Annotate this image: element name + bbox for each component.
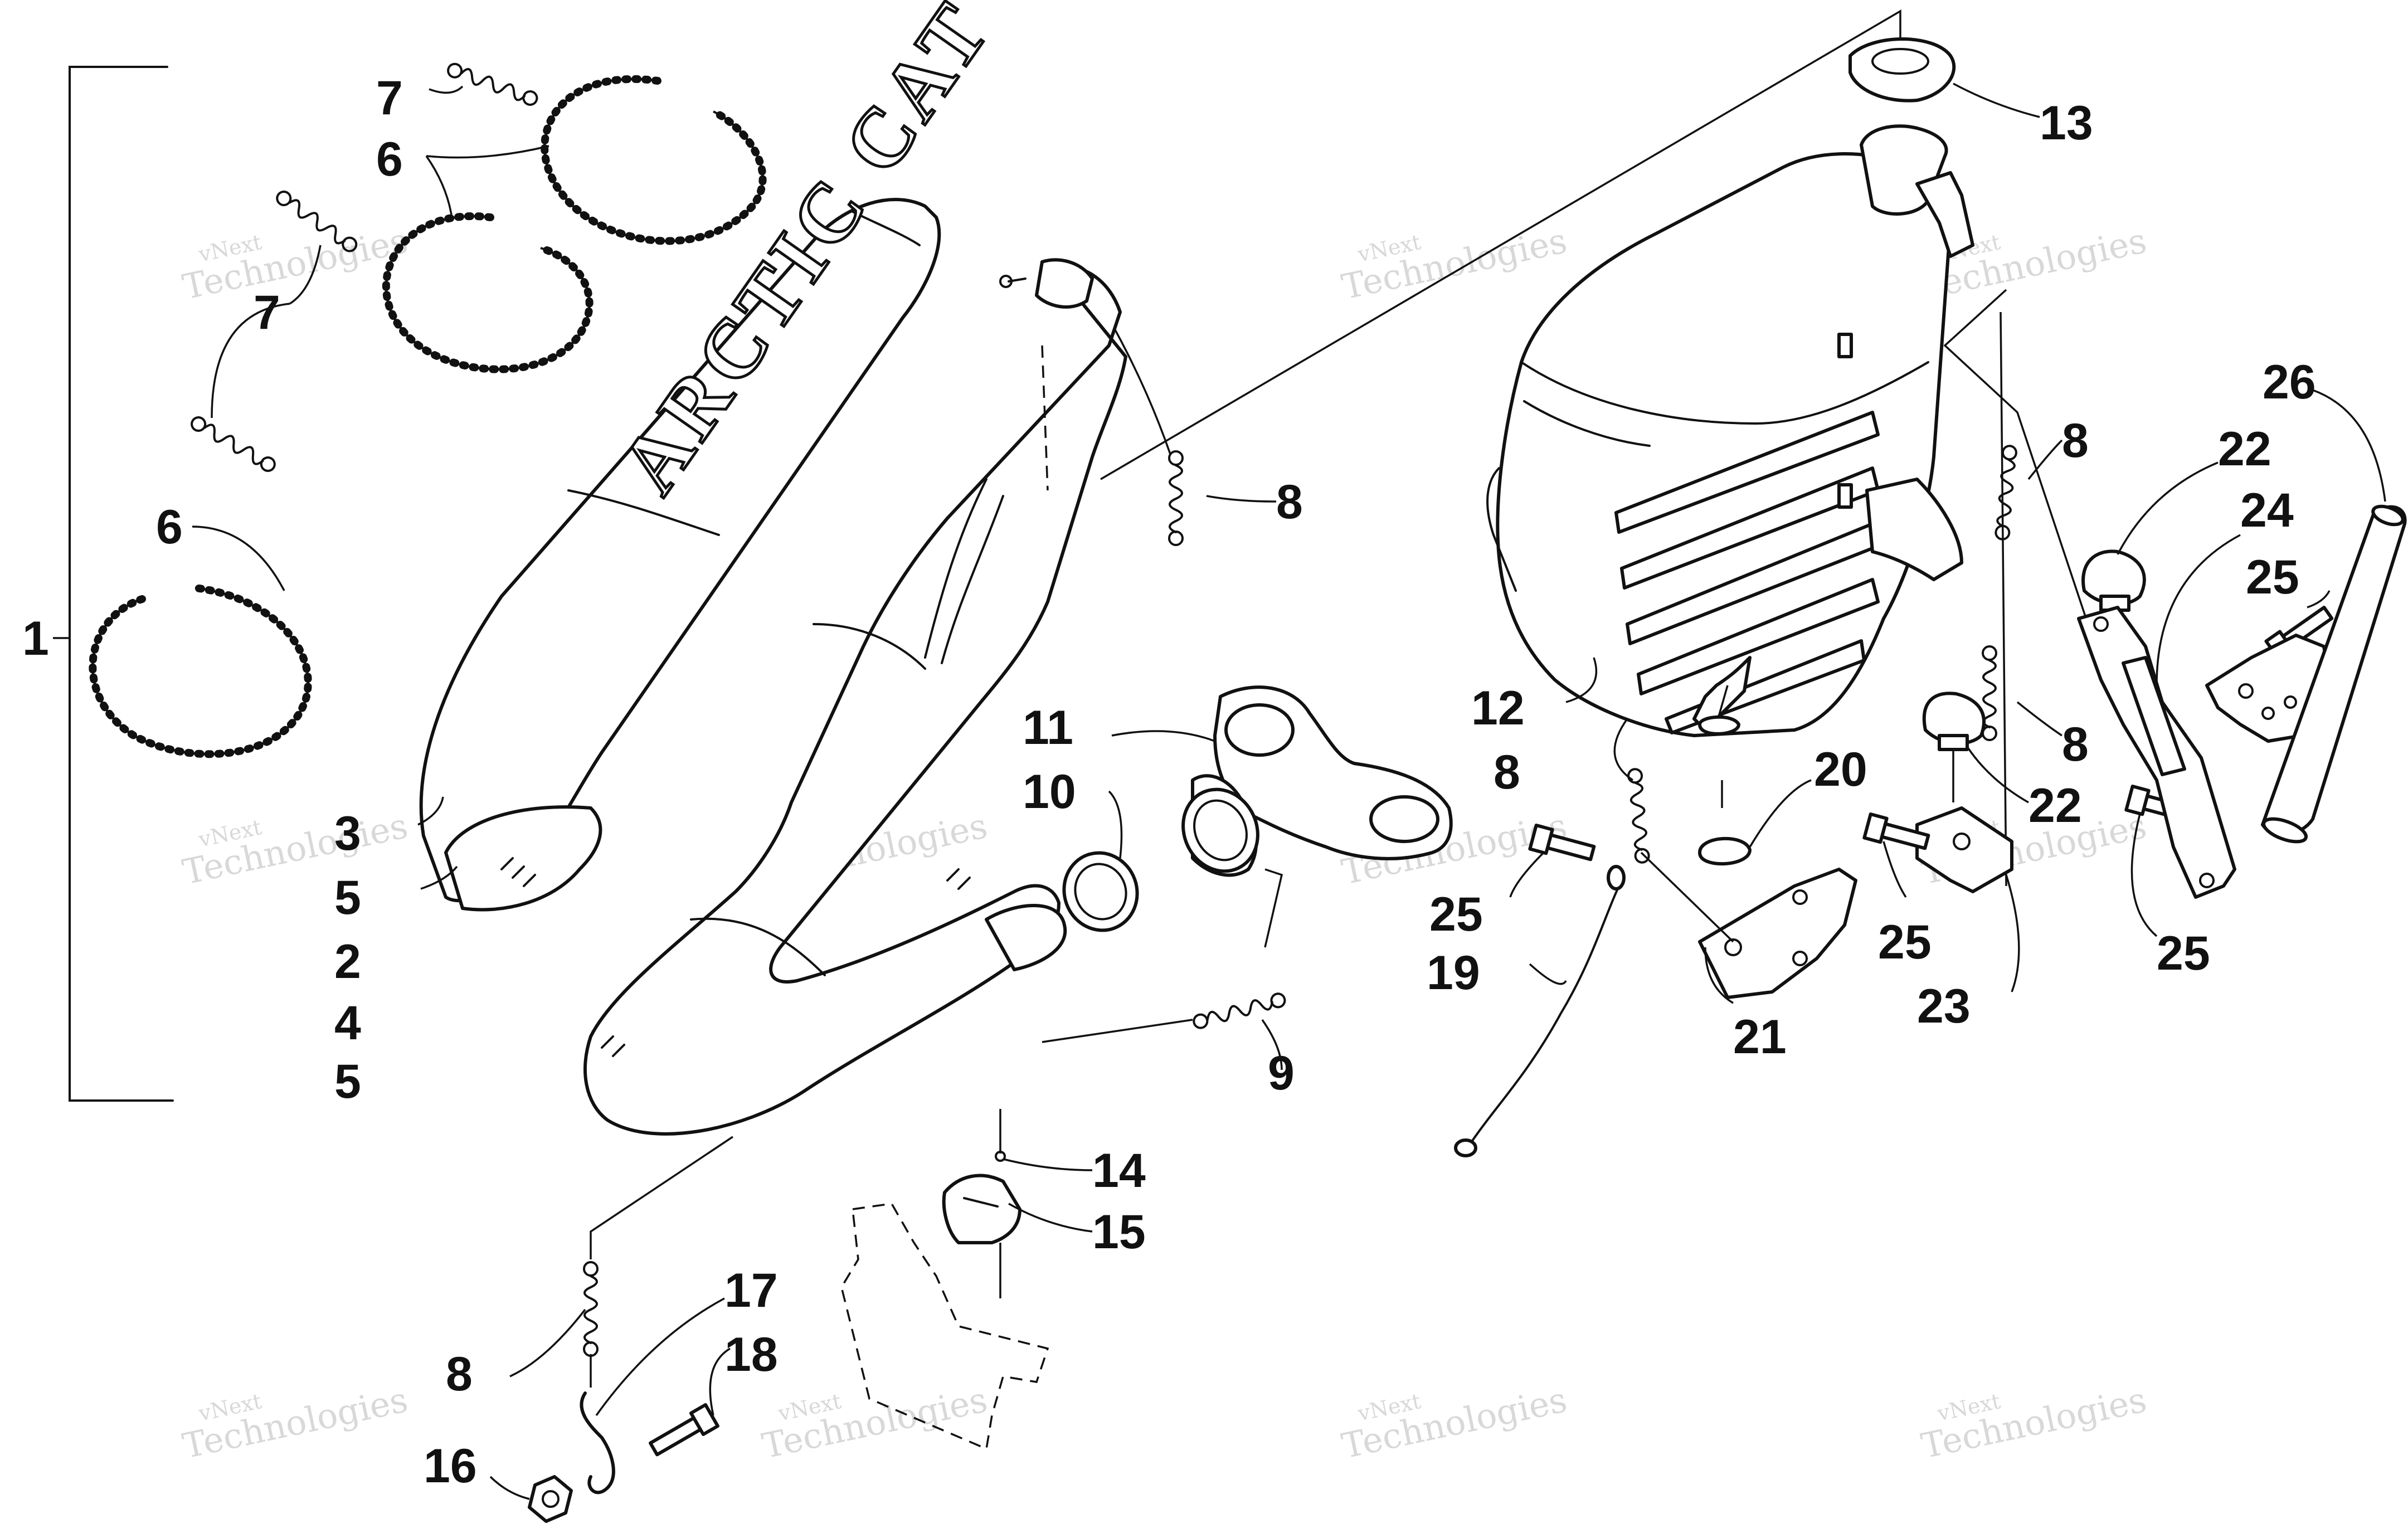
callout-19: 19 xyxy=(1427,946,1480,1000)
callout-8-e: 8 xyxy=(446,1347,473,1401)
chain-clamp-top xyxy=(541,75,767,245)
spring-8-tether xyxy=(1627,768,1650,864)
bracket-21 xyxy=(1698,868,1857,999)
callout-8-d: 8 xyxy=(1494,746,1520,799)
callout-9: 9 xyxy=(1268,1047,1295,1100)
bracket-24 xyxy=(2077,606,2236,899)
spring-7-top xyxy=(447,62,538,106)
svg-text:Technologies: Technologies xyxy=(179,220,411,308)
callout-23: 23 xyxy=(1917,980,1971,1033)
assembly-bracket xyxy=(53,66,174,1102)
callout-8-c: 8 xyxy=(2062,718,2089,771)
watermark: vNext Technologies xyxy=(1338,220,1570,308)
bolt-18 xyxy=(649,1403,719,1457)
tether-cable-19 xyxy=(1454,865,1626,1157)
watermark: vNext Technologies xyxy=(179,220,411,308)
callout-25-c: 25 xyxy=(2157,927,2210,980)
callout-20: 20 xyxy=(1814,743,1867,796)
callout-25-d: 25 xyxy=(2246,551,2299,604)
bottom-hardware xyxy=(489,1136,733,1523)
callout-25-b: 25 xyxy=(1878,916,1932,969)
manifold-gasket xyxy=(1062,851,1139,932)
spring-9 xyxy=(1193,992,1286,1029)
lower-mount xyxy=(840,1109,1093,1451)
callout-12: 12 xyxy=(1471,682,1525,735)
callout-22-upper: 22 xyxy=(2218,422,2271,476)
watermark: vNext Technologies xyxy=(1918,1379,2150,1467)
callout-24: 24 xyxy=(2240,484,2294,537)
bracket-23 xyxy=(1915,806,2013,893)
svg-text:Technologies: Technologies xyxy=(179,1379,411,1467)
exhaust-springs xyxy=(191,62,538,472)
callout-5-lower: 5 xyxy=(334,1055,361,1108)
spring-7-low xyxy=(191,416,276,472)
exhaust-manifold xyxy=(1181,685,1453,877)
spring-7-mid xyxy=(276,190,358,252)
right-hardware xyxy=(1454,289,2407,1157)
svg-text:Technologies: Technologies xyxy=(179,805,411,893)
callout-labels: 1 2 3 4 5 5 6 6 7 7 8 8 8 8 8 9 10 11 12… xyxy=(22,71,2316,1493)
callout-11: 11 xyxy=(1023,701,1073,755)
spring-8-bottom xyxy=(583,1261,599,1357)
callout-1: 1 xyxy=(22,612,49,665)
watermark: vNext Technologies xyxy=(179,1379,411,1467)
chain-clamps xyxy=(89,75,767,758)
chain-clamp-mid xyxy=(382,212,594,373)
chain-clamp-lower xyxy=(89,584,312,758)
callout-25-a: 25 xyxy=(1429,888,1483,941)
callout-14: 14 xyxy=(1092,1144,1146,1198)
callout-7-lower: 7 xyxy=(254,286,280,339)
callout-6-lower: 6 xyxy=(156,500,183,554)
callout-15: 15 xyxy=(1092,1205,1146,1259)
callout-8-b: 8 xyxy=(2062,414,2089,468)
tube-26 xyxy=(2261,504,2407,844)
leader-to-silencer-box xyxy=(1100,9,1901,480)
callout-10: 10 xyxy=(1023,765,1076,819)
callout-5-upper: 5 xyxy=(334,871,361,924)
callout-4: 4 xyxy=(334,996,361,1050)
svg-text:Technologies: Technologies xyxy=(1918,1379,2150,1467)
svg-text:Technologies: Technologies xyxy=(758,1379,991,1467)
callout-8-a: 8 xyxy=(1276,475,1303,529)
watermark: vNext Technologies xyxy=(758,1379,991,1467)
spring-8-right-upper xyxy=(1994,445,2017,541)
callout-7-upper: 7 xyxy=(376,71,403,125)
callout-13: 13 xyxy=(2040,96,2093,150)
callout-22-lower: 22 xyxy=(2028,779,2082,833)
washer-20 xyxy=(1698,837,1752,866)
svg-text:Technologies: Technologies xyxy=(1338,220,1570,308)
callout-6-upper: 6 xyxy=(376,133,403,186)
callout-21: 21 xyxy=(1733,1010,1787,1064)
bolt-25-a xyxy=(1528,823,1596,862)
grommet-22-top xyxy=(2081,549,2146,612)
springs-8-9 xyxy=(1042,328,1286,1070)
callout-18: 18 xyxy=(724,1328,778,1381)
callout-3: 3 xyxy=(334,807,361,860)
callout-16: 16 xyxy=(424,1439,477,1493)
watermark: vNext Technologies xyxy=(1338,1379,1570,1467)
watermark: vNext Technologies xyxy=(179,805,411,893)
callout-17: 17 xyxy=(724,1264,778,1317)
silencer-box xyxy=(1486,37,2040,737)
expansion-chamber xyxy=(583,258,1127,1136)
bolt-25-b xyxy=(1862,812,1930,850)
callout-2: 2 xyxy=(334,935,361,989)
spring-8-top xyxy=(1168,450,1184,546)
grommet-22-low xyxy=(1922,692,1986,751)
hex-nut xyxy=(528,1475,573,1523)
callout-26: 26 xyxy=(2263,356,2316,409)
svg-text:Technologies: Technologies xyxy=(1338,1379,1570,1467)
